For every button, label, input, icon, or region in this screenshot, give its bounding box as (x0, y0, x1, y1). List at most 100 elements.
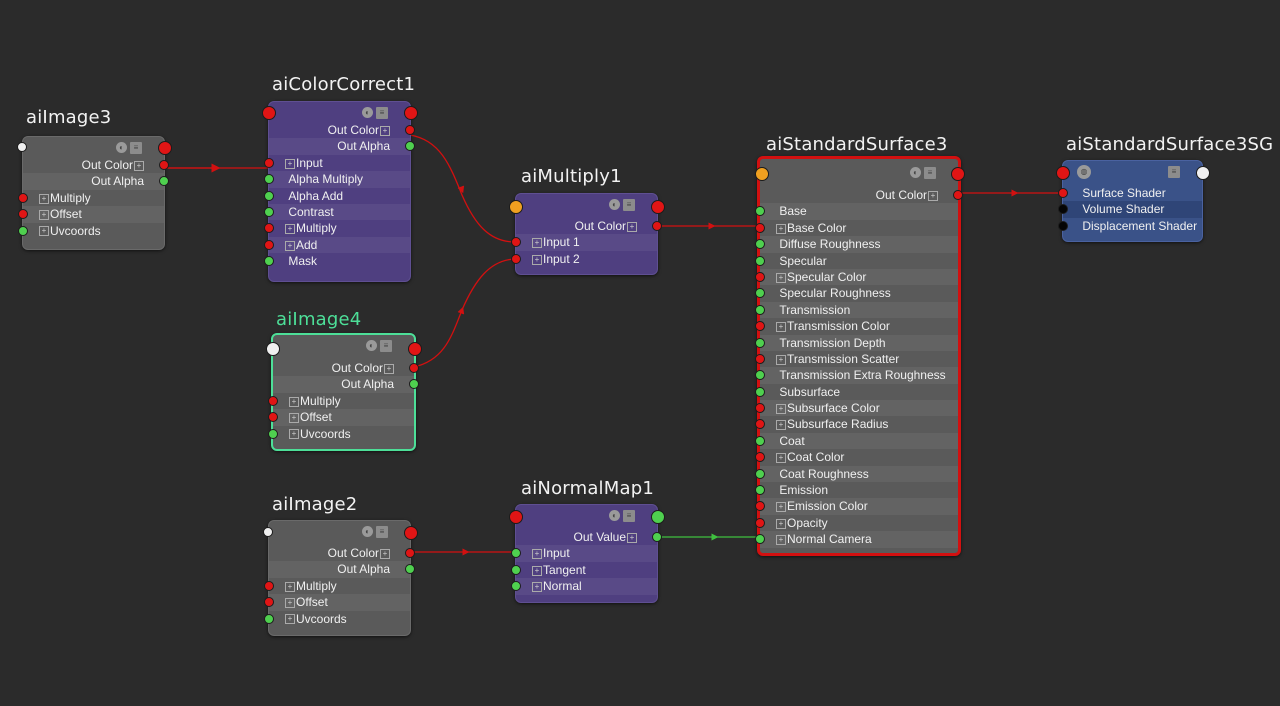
port-connector[interactable] (755, 337, 765, 348)
port-row-uvcoords[interactable]: +Uvcoords (268, 426, 414, 442)
node-output-port[interactable] (408, 342, 422, 356)
expand-plus-icon[interactable]: + (285, 240, 295, 251)
expand-plus-icon[interactable]: + (627, 532, 637, 543)
port-connector[interactable] (405, 564, 415, 575)
node-input-port[interactable] (509, 510, 523, 524)
port-row-out-color[interactable]: Out Color+ (273, 360, 419, 376)
port-connector[interactable] (405, 125, 415, 135)
port-row-transmission-depth[interactable]: Transmission Depth (755, 334, 958, 351)
node-output-port[interactable] (404, 526, 418, 540)
port-connector[interactable] (511, 581, 521, 592)
port-connector[interactable] (264, 174, 274, 185)
port-connector[interactable] (264, 157, 274, 168)
port-row-base[interactable]: Base (755, 203, 958, 220)
port-row-coat-roughness[interactable]: Coat Roughness (755, 465, 958, 483)
port-connector[interactable] (264, 223, 274, 234)
expand-plus-icon[interactable]: + (776, 354, 786, 365)
port-connector[interactable] (511, 237, 521, 248)
port-row-out-color[interactable]: Out Color+ (760, 187, 963, 203)
port-connector[interactable] (755, 468, 765, 479)
port-connector[interactable] (755, 222, 765, 233)
node-input-port[interactable] (17, 142, 27, 152)
port-connector[interactable] (755, 452, 765, 463)
port-row-out-color[interactable]: Out Color+ (516, 218, 662, 234)
port-connector[interactable] (755, 517, 765, 528)
attribute-list-icon[interactable]: ≡ (376, 107, 388, 119)
expand-plus-icon[interactable]: + (289, 413, 299, 423)
expand-plus-icon[interactable]: + (776, 321, 786, 332)
port-connector[interactable] (511, 253, 521, 264)
port-connector[interactable] (755, 419, 765, 430)
port-connector[interactable] (18, 209, 28, 220)
expand-plus-icon[interactable]: + (776, 453, 786, 464)
swatch-toggle-icon[interactable]: ◐ (366, 340, 377, 351)
expand-plus-icon[interactable]: + (776, 535, 786, 546)
port-row-uvcoords[interactable]: +Uvcoords (18, 223, 164, 239)
port-connector[interactable] (755, 386, 765, 397)
node-ainormalmap1[interactable]: ◐≡ Out Value+ +Input +Tangent +Normal (509, 504, 665, 603)
port-connector[interactable] (409, 363, 419, 373)
port-connector[interactable] (1058, 188, 1068, 198)
attribute-list-icon[interactable]: ≡ (623, 199, 635, 211)
attribute-list-icon[interactable]: ≡ (376, 526, 388, 538)
port-row-input-1[interactable]: +Input 1 (511, 234, 657, 251)
port-row-out-color[interactable]: Out Color+ (269, 545, 415, 561)
port-connector[interactable] (1058, 220, 1068, 231)
expand-plus-icon[interactable]: + (776, 272, 786, 283)
swatch-toggle-icon[interactable]: ◐ (362, 526, 373, 537)
node-aimultiply1[interactable]: ◐≡ Out Color+ +Input 1 +Input 2 (509, 193, 665, 275)
expand-plus-icon[interactable]: + (380, 125, 390, 136)
expand-plus-icon[interactable]: + (285, 598, 295, 608)
port-row-volume-shader[interactable]: Volume Shader (1058, 201, 1202, 218)
node-aiimage2[interactable]: ◐≡ Out Color+ Out Alpha +Multiply +Offse… (263, 520, 418, 636)
expand-plus-icon[interactable]: + (776, 420, 786, 431)
port-row-surface-shader[interactable]: Surface Shader (1058, 185, 1202, 201)
expand-plus-icon[interactable]: + (285, 581, 295, 592)
port-row-out-alpha[interactable]: Out Alpha (269, 138, 415, 155)
port-row-transmission-scatter[interactable]: +Transmission Scatter (755, 351, 958, 367)
port-connector[interactable] (405, 548, 415, 558)
port-row-subsurface-color[interactable]: +Subsurface Color (755, 400, 958, 417)
port-connector[interactable] (953, 190, 963, 200)
node-output-port[interactable] (1196, 166, 1210, 180)
node-output-port[interactable] (158, 141, 172, 155)
port-row-subsurface-radius[interactable]: +Subsurface Radius (755, 416, 958, 432)
expand-plus-icon[interactable]: + (776, 223, 786, 234)
node-input-port[interactable] (263, 527, 273, 537)
port-connector[interactable] (264, 206, 274, 217)
node-input-port[interactable] (266, 342, 280, 356)
expand-plus-icon[interactable]: + (776, 403, 786, 414)
port-connector[interactable] (18, 225, 28, 236)
port-connector[interactable] (755, 534, 765, 545)
attribute-list-icon[interactable]: ≡ (1168, 166, 1180, 178)
node-output-port[interactable] (651, 200, 665, 214)
expand-plus-icon[interactable]: + (384, 363, 394, 374)
attribute-list-icon[interactable]: ≡ (623, 510, 635, 522)
port-connector[interactable] (268, 428, 278, 439)
node-output-port[interactable] (404, 106, 418, 120)
port-row-input[interactable]: +Input (511, 545, 657, 562)
swatch-toggle-icon[interactable]: ◐ (609, 510, 620, 521)
port-row-transmission-extra-roughness[interactable]: Transmission Extra Roughness (755, 367, 958, 384)
port-connector[interactable] (652, 221, 662, 231)
expand-plus-icon[interactable]: + (39, 193, 49, 204)
port-connector[interactable] (755, 370, 765, 381)
port-row-transmission-color[interactable]: +Transmission Color (755, 318, 958, 334)
port-row-emission[interactable]: Emission (755, 482, 958, 498)
port-row-coat[interactable]: Coat (755, 432, 958, 450)
port-connector[interactable] (264, 597, 274, 608)
swatch-toggle-icon[interactable]: ◐ (609, 199, 620, 210)
expand-plus-icon[interactable]: + (289, 396, 299, 407)
port-row-multiply[interactable]: +Multiply (264, 578, 410, 594)
port-row-subsurface[interactable]: Subsurface (755, 384, 958, 400)
port-connector[interactable] (652, 532, 662, 542)
port-row-base-color[interactable]: +Base Color (755, 220, 958, 236)
swatch-toggle-icon[interactable]: ◐ (362, 107, 373, 118)
port-connector[interactable] (755, 304, 765, 315)
port-connector[interactable] (405, 141, 415, 152)
port-connector[interactable] (755, 501, 765, 512)
port-connector[interactable] (264, 239, 274, 250)
port-connector[interactable] (511, 564, 521, 575)
port-connector[interactable] (409, 379, 419, 390)
port-connector[interactable] (264, 256, 274, 267)
